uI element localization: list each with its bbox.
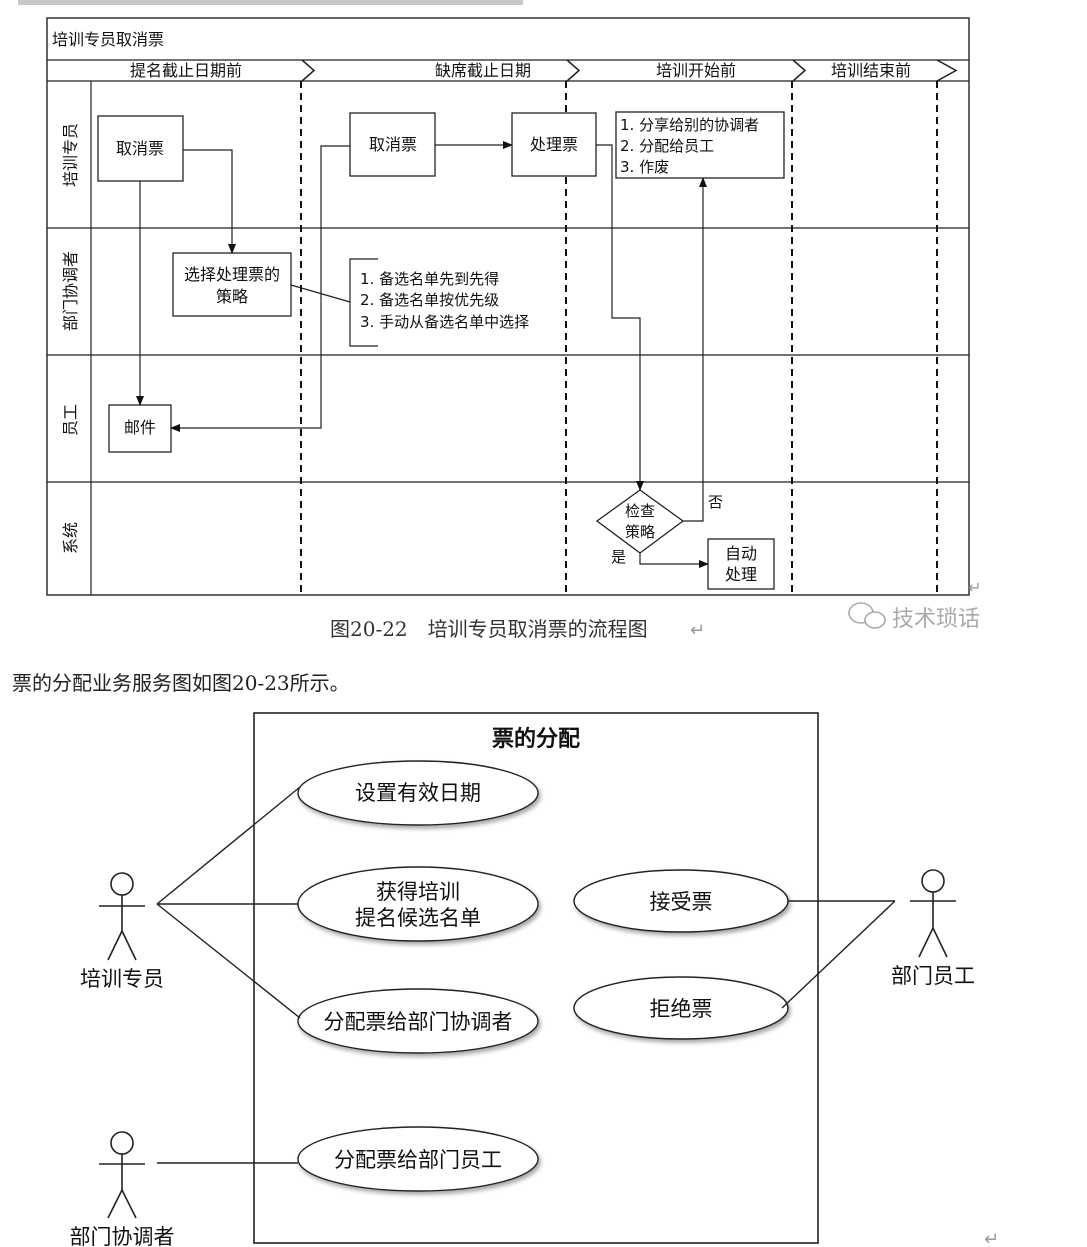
phase-label: 培训开始前 [656,61,736,80]
decision-yes-label: 是 [611,548,626,566]
use-case-label: 分配票给部门协调者 [324,1010,513,1034]
mail-box [108,404,172,453]
auto-process-label: 处理 [725,565,757,584]
watermark: 技术琐话 [848,602,980,632]
mail-label: 邮件 [124,418,156,437]
outcome-item: 3. 作废 [620,158,669,176]
lane-label: 系统 [61,522,80,554]
use-case-label: 接受票 [650,890,713,914]
process-ticket-label: 处理票 [530,135,578,154]
strategy-option: 2. 备选名单按优先级 [360,291,499,309]
actor-stick-figure-icon [99,872,145,961]
use-case-diagram: 票的分配 设置有效日期 获得培训 提名候选名单 分配票给部门协调者 接受票 拒绝… [70,712,975,1247]
strategy-box [172,252,292,317]
actor-label: 部门协调者 [70,1225,175,1247]
flow-arrow [683,177,707,522]
actor-label: 培训专员 [80,967,164,991]
actor-stick-figure-icon [99,1131,145,1219]
use-case-assign-coord [297,988,539,1054]
flow-arrow [639,553,709,568]
auto-process-box [707,538,775,590]
auto-process-label: 自动 [725,544,757,563]
return-mark-icon: ↵ [690,620,705,641]
cancel-ticket-box [97,115,184,182]
outcome-item: 1. 分享给别的协调者 [620,116,759,134]
lane-label: 部门协调者 [61,251,80,331]
annotation-bracket [349,258,378,347]
strategy-label: 选择处理票的 [184,265,280,284]
decision-no-label: 否 [708,493,723,511]
return-mark-icon: ↵ [968,578,981,597]
swimlane-diagram: 培训专员取消票 提名截止日期前 缺席截止日期 培训开始前 培训结束前 培训专员 … [46,17,970,596]
strategy-option: 1. 备选名单先到先得 [360,270,499,288]
strategy-option: 3. 手动从备选名单中选择 [360,313,529,331]
phase-label: 提名截止日期前 [130,61,242,80]
figure-caption: 图20-22 培训专员取消票的流程图 [330,617,648,641]
phase-label: 缺席截止日期 [435,61,531,80]
association-lines [156,786,896,1164]
body-paragraph: 票的分配业务服务图如图20-23所示。 [12,671,350,695]
outcome-item: 2. 分配给员工 [620,137,714,155]
lane-label: 培训专员 [61,123,80,187]
return-mark-icon: ↵ [984,1229,999,1247]
watermark-text: 技术琐话 [892,607,980,632]
flow-arrow [183,149,236,254]
use-case-label: 提名候选名单 [355,906,481,930]
use-case-label: 设置有效日期 [355,781,481,805]
decision-diamond [595,489,685,554]
use-case-label: 获得培训 [376,880,460,904]
cancel-ticket-box [349,112,436,177]
lane-label: 员工 [61,404,80,436]
actor-stick-figure-icon [910,869,956,958]
phase-label: 培训结束前 [831,61,911,80]
decision-label: 检查 [625,502,655,520]
swimlane-title: 培训专员取消票 [52,30,164,49]
swimlane-frame [46,17,970,596]
strategy-label: 策略 [216,287,248,306]
use-case-label: 分配票给部门员工 [334,1148,502,1172]
use-case-set-date [297,760,539,826]
use-case-assign-emp [297,1126,539,1192]
use-case-label: 拒绝票 [650,997,713,1021]
wechat-icon [848,602,886,629]
flow-arrow [170,145,350,432]
system-title: 票的分配 [492,726,580,752]
outcomes-box [615,111,785,179]
flow-arrow [596,144,644,491]
actor-label: 部门员工 [891,964,975,988]
cancel-ticket-label: 取消票 [116,139,164,158]
decision-label: 策略 [625,523,655,541]
use-case-reject [573,976,789,1040]
cancel-ticket-label: 取消票 [369,135,417,154]
top-scroll-bar [18,0,523,5]
